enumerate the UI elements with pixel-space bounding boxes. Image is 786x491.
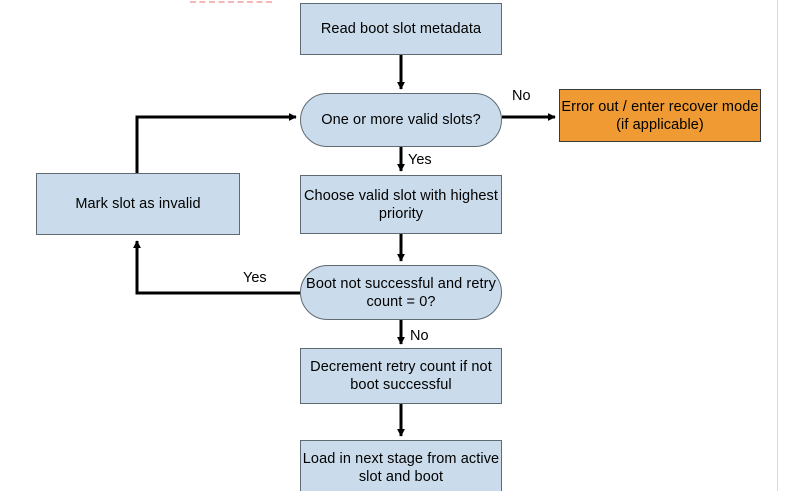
node-one-or-more-valid-slots[interactable]: One or more valid slots? xyxy=(300,93,502,147)
right-page-rule xyxy=(777,0,778,491)
node-load-next-stage-active-slot[interactable]: Load in next stage from active slot and … xyxy=(300,440,502,491)
edge-label-yes-retry-exhausted: Yes xyxy=(243,270,267,286)
node-label: Boot not successful and retry count = 0? xyxy=(306,275,496,310)
red-dashed-artifact xyxy=(190,1,272,3)
node-boot-not-successful-retry-count-zero[interactable]: Boot not successful and retry count = 0? xyxy=(300,265,502,320)
node-label: Read boot slot metadata xyxy=(320,21,482,37)
node-mark-slot-as-invalid[interactable]: Mark slot as invalid xyxy=(36,173,240,235)
edge-label-no-retry-remaining: No xyxy=(410,328,429,344)
edge-mark-invalid-to-valid-slots xyxy=(135,113,297,173)
node-label: Mark slot as invalid xyxy=(75,196,201,212)
node-label: Load in next stage from active slot and … xyxy=(302,451,500,485)
edge-boot-check-yes-to-mark-invalid xyxy=(133,240,300,295)
node-label: Decrement retry count if not boot succes… xyxy=(310,359,492,393)
node-label: Error out / enter recover mode (if appli… xyxy=(561,98,759,133)
node-read-boot-slot-metadata[interactable]: Read boot slot metadata xyxy=(300,3,502,55)
node-label: One or more valid slots? xyxy=(321,112,481,128)
edge-label-no-valid-slots: No xyxy=(512,88,531,104)
node-decrement-retry-count[interactable]: Decrement retry count if not boot succes… xyxy=(300,348,502,404)
node-choose-valid-slot-highest-priority[interactable]: Choose valid slot with highest priority xyxy=(300,175,502,234)
edge-label-yes-valid-slots: Yes xyxy=(408,152,432,168)
node-label: Choose valid slot with highest priority xyxy=(303,187,499,222)
node-error-out-enter-recover-mode[interactable]: Error out / enter recover mode (if appli… xyxy=(559,89,761,142)
